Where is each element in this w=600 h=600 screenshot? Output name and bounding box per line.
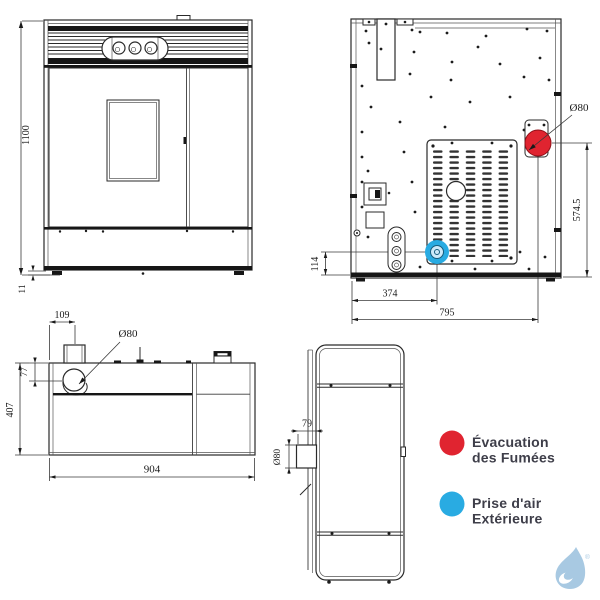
door-handle — [183, 137, 186, 144]
brand-logo: ® — [555, 547, 590, 590]
flue-pipe-circle — [62, 368, 86, 392]
dim-label-574-5: 574.5 — [572, 199, 583, 222]
flue-stub — [63, 344, 86, 364]
flue-legend-line2: des Fumées — [472, 450, 555, 466]
registered-mark: ® — [585, 553, 590, 561]
dim-label-904: 904 — [144, 464, 161, 476]
air-legend-swatch — [439, 491, 465, 517]
dimension-top-width: 904 — [49, 458, 255, 481]
back-panel-screws — [360, 22, 551, 271]
front-grille — [48, 26, 248, 64]
dimension-side-pipe-length: 79 — [291, 419, 323, 444]
dimension-top-flue-side-offset: 109 — [49, 310, 76, 360]
legend-item-flue: Évacuation des Fumées — [439, 430, 555, 466]
power-socket — [363, 182, 391, 206]
flue-outlet-marker — [524, 119, 552, 158]
dim-label-side-o80: Ø80 — [273, 449, 283, 466]
fire-window — [106, 99, 160, 182]
dimension-top-flue-front-offset: 77 — [20, 357, 62, 387]
air-intake-marker — [425, 240, 449, 264]
air-pipe — [295, 444, 318, 469]
dim-label-back-o80: Ø80 — [570, 102, 589, 114]
back-view: 114 374 795 574.5 Ø80 — [310, 18, 592, 324]
control-knobs — [112, 41, 158, 55]
cable-gland-plate — [387, 226, 406, 273]
side-view: 79 Ø80 — [273, 344, 406, 584]
dimension-top-flue-dia: Ø80 — [78, 328, 138, 385]
front-view: 1100 11 — [18, 15, 253, 294]
dimension-back-flue-height: 574.5 — [563, 143, 592, 278]
dimension-back-air-height: 114 — [310, 252, 350, 276]
vent-panel — [426, 139, 518, 265]
display-box — [213, 351, 232, 364]
dim-label-77: 77 — [20, 367, 30, 377]
dimension-front-plinth: 11 — [18, 265, 60, 294]
side-latch — [400, 446, 406, 457]
legend-item-air: Prise d'air Extérieure — [439, 491, 542, 527]
dim-label-109: 109 — [55, 310, 70, 321]
hopper-slot — [376, 18, 396, 81]
dim-label-795: 795 — [440, 308, 455, 319]
dim-label-top-o80: Ø80 — [119, 328, 138, 340]
flue-legend-swatch — [439, 430, 465, 456]
water-drop-icon — [555, 547, 586, 590]
dim-label-374: 374 — [383, 289, 398, 300]
dimension-back-flue-dia: Ø80 — [528, 102, 589, 151]
dim-label-11: 11 — [18, 284, 28, 293]
dim-label-79: 79 — [302, 419, 312, 430]
top-view: 109 Ø80 77 407 90 — [5, 310, 256, 481]
dimension-back-flue-offset: 795 — [351, 305, 538, 324]
dim-label-407: 407 — [5, 403, 16, 418]
legend: Évacuation des Fumées Prise d'air Extéri… — [439, 430, 555, 527]
dim-label-1100: 1100 — [21, 125, 32, 145]
junction-box — [365, 211, 385, 229]
dim-label-114: 114 — [310, 257, 321, 272]
air-legend-line1: Prise d'air — [472, 495, 542, 511]
dimension-side-pipe-dia: Ø80 — [273, 439, 297, 474]
dimension-top-depth: 407 — [5, 362, 48, 456]
dimension-back-air-offset: 374 — [351, 281, 437, 305]
flue-legend-line1: Évacuation — [472, 434, 549, 450]
dimension-front-height: 1100 — [18, 20, 50, 276]
air-legend-line2: Extérieure — [472, 511, 542, 527]
